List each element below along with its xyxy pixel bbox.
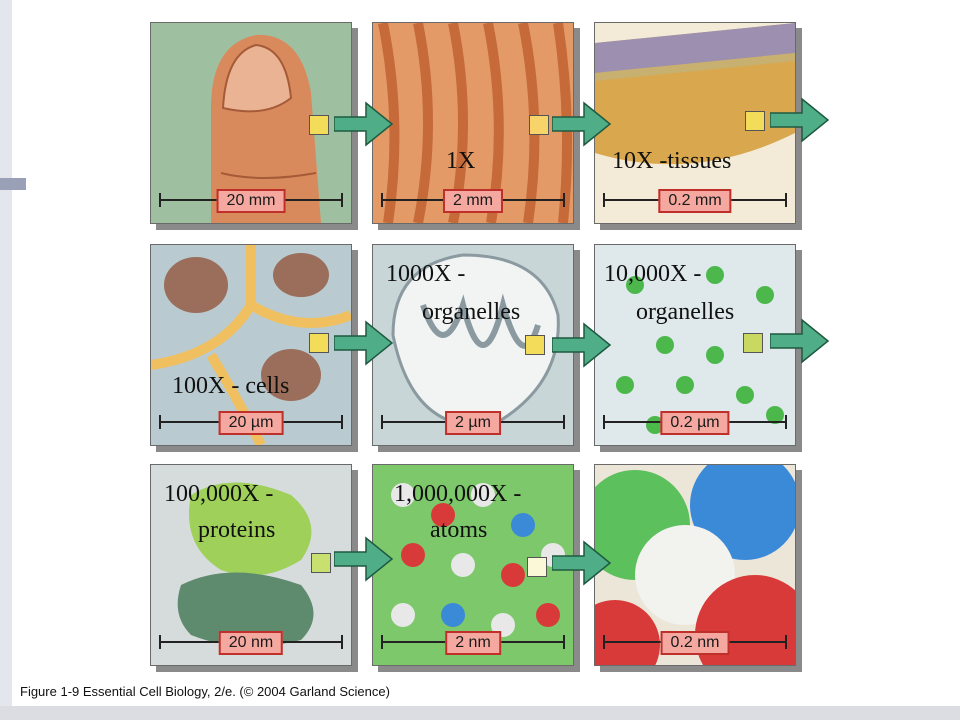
ribosomes-illustration bbox=[616, 266, 784, 434]
zoom-inset bbox=[309, 115, 329, 135]
arrow-right bbox=[552, 322, 612, 368]
zoom-inset bbox=[525, 335, 545, 355]
panel-atoms: 2 nm bbox=[372, 464, 574, 666]
arrow-right bbox=[334, 320, 394, 366]
left-decor-nub bbox=[0, 178, 26, 190]
arrow-right bbox=[334, 101, 394, 147]
zoom-inset bbox=[529, 115, 549, 135]
scale-label: 0.2 nm bbox=[660, 631, 730, 655]
scale-label: 20 mm bbox=[216, 189, 286, 213]
label-1000x-line1: 1000X - bbox=[386, 261, 466, 287]
panel-skin: 2 mm bbox=[372, 22, 574, 224]
label-1x: 1X bbox=[446, 148, 476, 174]
label-10x-tissues: 10X -tissues bbox=[612, 148, 732, 174]
zoom-inset bbox=[309, 333, 329, 353]
label-100000x-line1: 100,000X - bbox=[164, 481, 274, 507]
panel-thumb: 20 mm bbox=[150, 22, 352, 224]
scale-label: 2 mm bbox=[443, 189, 503, 213]
mitochondrion-illustration bbox=[391, 253, 560, 428]
label-10000x-line1: 10,000X - bbox=[604, 261, 702, 287]
zoom-inset bbox=[743, 333, 763, 353]
arrow-right bbox=[770, 97, 830, 143]
zoom-inset bbox=[745, 111, 765, 131]
scale-label: 0.2 µm bbox=[660, 411, 730, 435]
protein-illustration bbox=[177, 482, 314, 647]
panel-ribosomes: 0.2 µm bbox=[594, 244, 796, 446]
atoms-illustration bbox=[391, 483, 565, 637]
arrow-right bbox=[770, 318, 830, 364]
scale-label: 20 µm bbox=[218, 411, 284, 435]
figure-caption: Figure 1-9 Essential Cell Biology, 2/e. … bbox=[20, 684, 390, 699]
cells-illustration bbox=[151, 245, 351, 445]
scale-label: 0.2 mm bbox=[658, 189, 732, 213]
panel-cells: 20 µm bbox=[150, 244, 352, 446]
scale-label: 2 µm bbox=[445, 411, 501, 435]
bottom-decor-bar bbox=[0, 706, 960, 720]
panel-tissue: 0.2 mm bbox=[594, 22, 796, 224]
label-100000x-line2: proteins bbox=[198, 517, 276, 543]
arrow-right bbox=[552, 540, 612, 586]
left-decor-bar bbox=[0, 0, 12, 720]
panel-organelle: 2 µm bbox=[372, 244, 574, 446]
label-100x-cells: 100X - cells bbox=[172, 373, 290, 399]
arrow-right bbox=[334, 536, 394, 582]
scale-label: 2 nm bbox=[445, 631, 501, 655]
label-10000x-line2: organelles bbox=[636, 299, 735, 325]
zoom-inset bbox=[311, 553, 331, 573]
scale-label: 20 nm bbox=[218, 631, 284, 655]
panel-atom-closeup: 0.2 nm bbox=[594, 464, 796, 666]
label-1000000x-line1: 1,000,000X - bbox=[394, 481, 522, 507]
panel-protein: 20 nm bbox=[150, 464, 352, 666]
arrow-right bbox=[552, 101, 612, 147]
zoom-inset bbox=[527, 557, 547, 577]
thumb-illustration bbox=[211, 34, 321, 223]
label-1000000x-line2: atoms bbox=[430, 517, 488, 543]
label-1000x-line2: organelles bbox=[422, 299, 521, 325]
